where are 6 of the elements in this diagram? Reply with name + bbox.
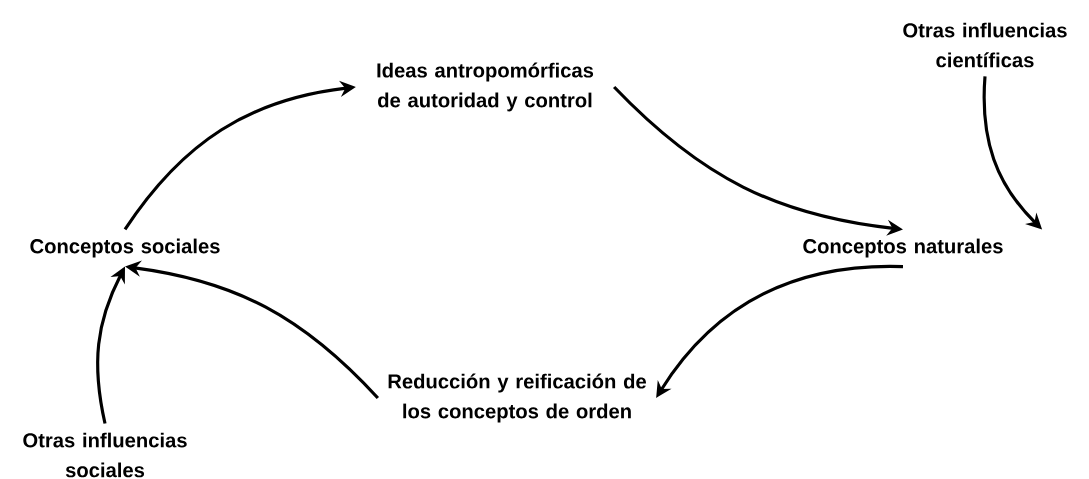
concept-label: Ideas antropomórficas de autoridad y control <box>377 62 594 112</box>
concept-label: Otras influencias científicas <box>903 22 1067 68</box>
concept-label: Conceptos naturales <box>803 238 1003 258</box>
concept-label: Conceptos sociales <box>30 238 220 258</box>
concept-label: Reducción y reificación de los conceptos de orden <box>388 373 646 423</box>
concept-label: Otras influencias sociales <box>23 432 187 478</box>
